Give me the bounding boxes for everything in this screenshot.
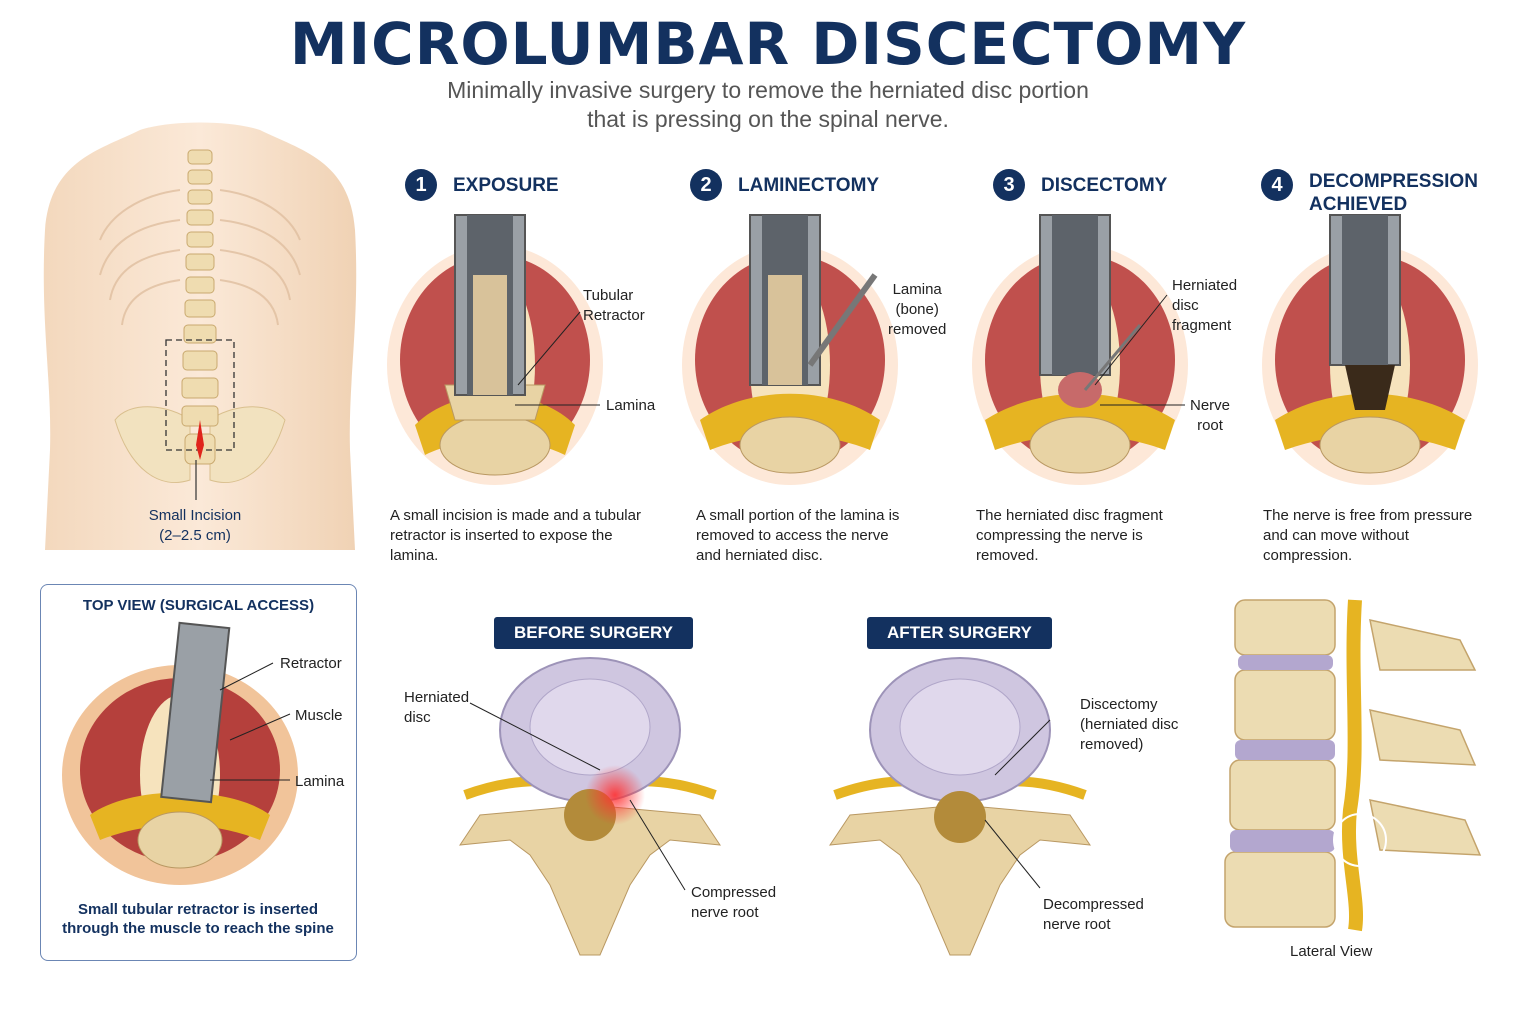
step-1-number: 1 (405, 169, 437, 201)
tubular-retractor-label: Tubular Retractor (583, 287, 645, 324)
step-3-number: 3 (993, 169, 1025, 201)
step-3-description: The herniated disc fragment compressing … (976, 507, 1163, 564)
step-2-header: 2 LAMINECTOMY (690, 169, 879, 201)
lamina-removed-label: Lamina (bone) removed (888, 281, 947, 338)
lateral-view-illustration (1224, 599, 1482, 932)
after-surgery-illustration (828, 657, 1092, 956)
step-3-header: 3 DISCECTOMY (993, 169, 1167, 201)
top-view-lamina-label: Lamina (295, 773, 345, 790)
step-2-illustration (682, 214, 898, 485)
page-subtitle: Minimally invasive surgery to remove the… (447, 77, 1089, 132)
back-anatomy-illustration (43, 122, 357, 550)
after-surgery-badge: AFTER SURGERY (867, 617, 1052, 649)
nerve-root-label: Nerve root (1190, 397, 1231, 434)
discectomy-label: Discectomy (herniated disc removed) (1080, 696, 1179, 753)
incision-label: Small Incision (2–2.5 cm) (148, 507, 242, 544)
page-title: MICROLUMBAR DISCECTOMY (289, 10, 1247, 78)
lamina-label: Lamina (606, 397, 656, 414)
step-1-illustration (387, 214, 603, 485)
step-2-title: LAMINECTOMY (738, 175, 880, 196)
step-2-number: 2 (690, 169, 722, 201)
top-view-muscle-label: Muscle (295, 707, 343, 724)
herniated-fragment-label: Herniated disc fragment (1172, 277, 1238, 334)
step-3-title: DISCECTOMY (1041, 175, 1168, 196)
step-4-title: DECOMPRESSION ACHIEVED (1309, 171, 1478, 215)
compressed-nerve-label: Compressed nerve root (691, 884, 777, 921)
step-4-illustration (1262, 214, 1478, 485)
step-1-title: EXPOSURE (453, 175, 559, 196)
step-1-description: A small incision is made and a tubular r… (390, 507, 641, 564)
step-3-illustration (972, 214, 1188, 485)
step-1-header: 1 EXPOSURE (405, 169, 559, 201)
step-4-header: 4 DECOMPRESSION ACHIEVED (1261, 169, 1478, 216)
decompressed-nerve-label: Decompressed nerve root (1043, 896, 1144, 933)
step-2-description: A small portion of the lamina is removed… (696, 507, 900, 564)
before-surgery-illustration (458, 657, 722, 956)
before-surgery-badge: BEFORE SURGERY (494, 617, 694, 649)
lateral-view-label: Lateral View (1290, 943, 1373, 960)
step-4-number: 4 (1261, 169, 1293, 201)
step-4-description: The nerve is free from pressure and can … (1263, 507, 1473, 564)
top-view-retractor-label: Retractor (280, 655, 342, 672)
top-view-title: TOP VIEW (SURGICAL ACCESS) (82, 597, 315, 614)
herniated-disc-label: Herniated disc (404, 689, 470, 726)
top-view-caption: Small tubular retractor is inserted thro… (62, 901, 334, 937)
top-view-illustration (62, 621, 298, 885)
